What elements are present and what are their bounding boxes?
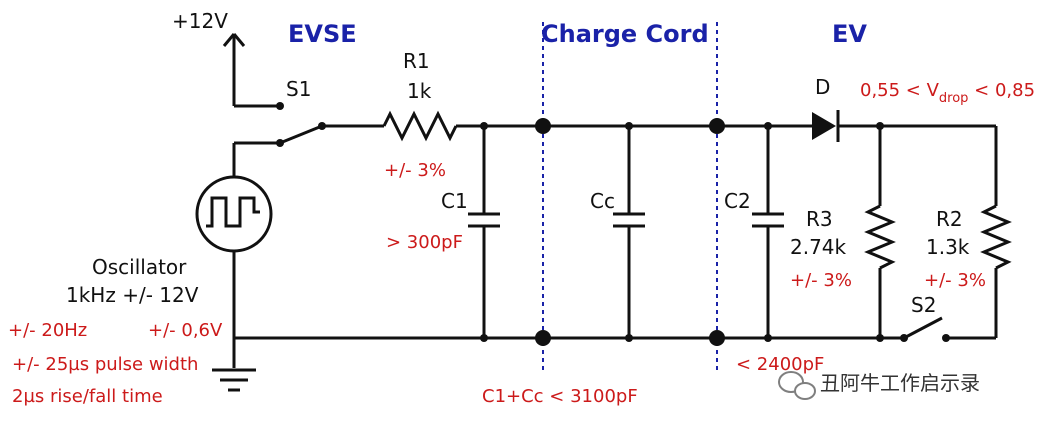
c2-name: C2 xyxy=(724,189,751,213)
cap-sum: C1+Cc < 3100pF xyxy=(482,386,638,407)
ground-icon xyxy=(212,368,256,392)
cc-name: Cc xyxy=(590,189,615,213)
diode-vdrop: 0,55 < Vdrop < 0,85 xyxy=(860,80,1035,106)
switch-s2-label: S2 xyxy=(911,293,936,317)
connector-right-bottom xyxy=(709,330,725,346)
square-wave-icon xyxy=(206,196,260,228)
switch-s1-label: S1 xyxy=(286,77,311,101)
oscillator-spec: 1kHz +/- 12V xyxy=(66,283,199,307)
resistor-r3 xyxy=(864,204,896,270)
connector-right-top xyxy=(709,118,725,134)
oscillator xyxy=(195,175,273,253)
r1-value: 1k xyxy=(407,79,432,103)
tol-frequency: +/- 20Hz xyxy=(8,320,87,341)
section-ev: EV xyxy=(832,20,867,48)
tol-amplitude: +/- 0,6V xyxy=(148,320,223,341)
node-cc-bottom xyxy=(625,334,633,342)
c1-name: C1 xyxy=(441,189,468,213)
s1-contact-top xyxy=(276,102,284,110)
r3-name: R3 xyxy=(806,207,833,231)
c2-spec: < 2400pF xyxy=(736,354,824,375)
switch-s1-lever xyxy=(279,124,323,145)
tol-pulse-width: +/- 25µs pulse width xyxy=(12,354,198,375)
r1-tolerance: +/- 3% xyxy=(384,160,446,181)
tol-rise-time: 2µs rise/fall time xyxy=(12,386,163,407)
switch-s2-lever xyxy=(903,316,943,340)
node-c2-bottom xyxy=(764,334,772,342)
r3-value: 2.74k xyxy=(790,235,847,259)
r2-value: 1.3k xyxy=(926,235,970,259)
supply-voltage: +12V xyxy=(172,9,228,33)
node-r3-top xyxy=(876,122,884,130)
node-c2-top xyxy=(764,122,772,130)
diode-name: D xyxy=(815,75,830,99)
wechat-icon xyxy=(778,371,816,400)
r3-tolerance: +/- 3% xyxy=(790,270,852,291)
diode-d xyxy=(812,112,836,140)
section-charge-cord: Charge Cord xyxy=(541,20,709,48)
node-cc-top xyxy=(625,122,633,130)
node-c1-bottom xyxy=(480,334,488,342)
c1-spec: > 300pF xyxy=(386,232,463,253)
r1-name: R1 xyxy=(403,49,430,73)
r2-tolerance: +/- 3% xyxy=(924,270,986,291)
watermark-text: 丑阿牛工作启示录 xyxy=(820,371,980,395)
resistor-r1 xyxy=(382,110,458,142)
section-evse: EVSE xyxy=(288,20,357,48)
node-r3-bottom xyxy=(876,334,884,342)
connector-left-bottom xyxy=(535,330,551,346)
oscillator-label: Oscillator xyxy=(92,255,187,279)
node-c1-top xyxy=(480,122,488,130)
r2-name: R2 xyxy=(936,207,963,231)
resistor-r2 xyxy=(980,204,1012,270)
arrow-up-icon xyxy=(222,33,246,106)
connector-left-top xyxy=(535,118,551,134)
